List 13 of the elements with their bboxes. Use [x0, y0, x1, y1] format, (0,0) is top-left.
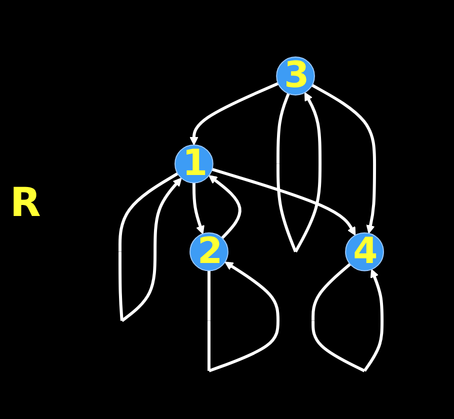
arrow: [118, 172, 182, 322]
arrow: [208, 174, 242, 239]
arrow: [312, 83, 376, 234]
arrow: [208, 261, 280, 372]
arrow: [212, 167, 356, 236]
arrow: [190, 82, 279, 145]
arrow: [192, 182, 205, 234]
arrow: [312, 262, 384, 372]
node-circle: 2: [190, 232, 229, 271]
node-circle: 1: [174, 144, 214, 183]
node-circle: 3: [276, 56, 316, 95]
relation-label: R: [10, 180, 41, 226]
arrow: [276, 92, 322, 252]
